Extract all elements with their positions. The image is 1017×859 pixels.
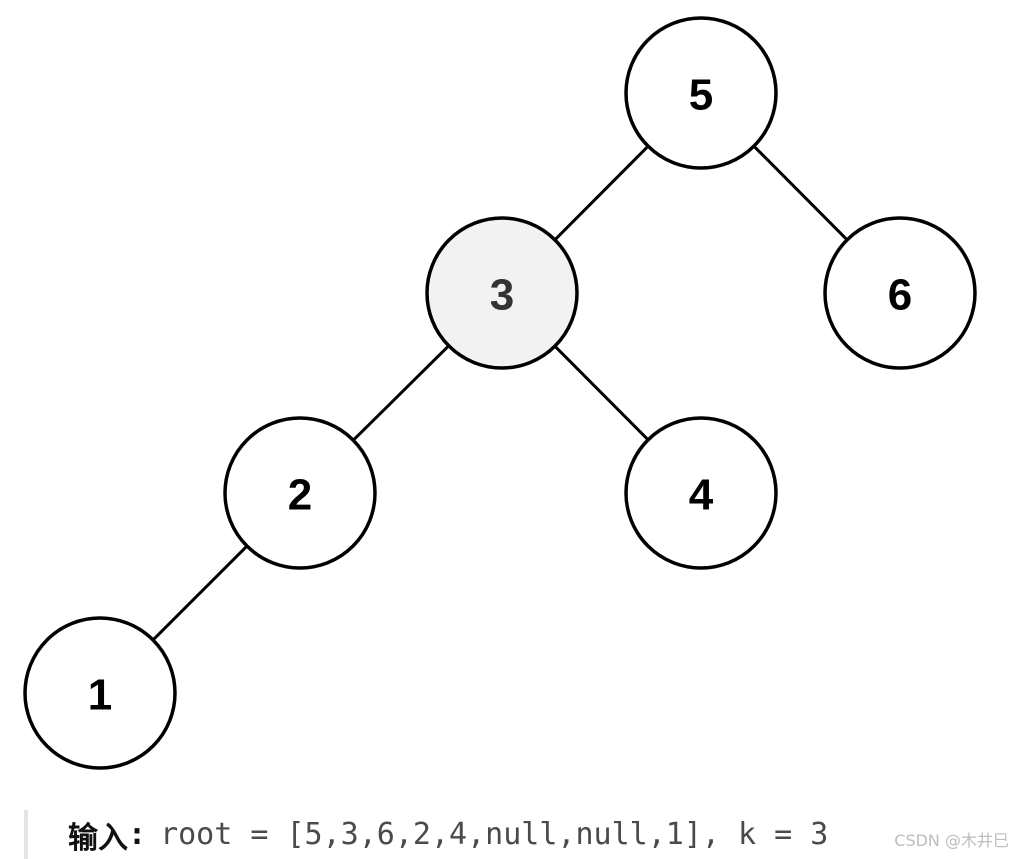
node-circle [624,416,778,570]
example-input-block: 输入 : root = [5,3,6,2,4,null,null,1], k =… [24,810,828,859]
nodes-layer: 5 3 6 2 4 1 [23,16,977,770]
node-label: 6 [888,271,912,320]
tree-node-2: 2 [223,416,377,570]
tree-node-3: 3 [425,216,579,370]
edges-layer [151,145,849,642]
node-label: 1 [88,671,112,720]
tree-node-4: 4 [624,416,778,570]
node-label: 3 [490,271,514,320]
node-circle [23,616,177,770]
input-label: 输入 [68,820,128,856]
watermark: CSDN @木井巳 [894,831,1009,850]
node-label: 4 [689,471,714,520]
input-code: root = [5,3,6,2,4,null,null,1], k = 3 [160,817,829,852]
edge-n2-n1 [151,544,249,642]
node-circle [624,16,778,170]
tree-node-6: 6 [823,216,977,370]
tree-node-1: 1 [23,616,177,770]
node-circle [223,416,377,570]
node-label: 2 [288,471,312,520]
node-circle [823,216,977,370]
node-circle [425,216,579,370]
input-colon: : [128,817,147,852]
edge-n5-n6 [752,145,849,241]
edge-n3-n4 [553,345,650,441]
edge-n5-n3 [553,145,650,241]
tree-node-5: 5 [624,16,778,170]
node-label: 5 [689,71,713,120]
edge-n3-n2 [352,344,450,442]
tree-diagram: 5 3 6 2 4 1 [23,16,977,770]
